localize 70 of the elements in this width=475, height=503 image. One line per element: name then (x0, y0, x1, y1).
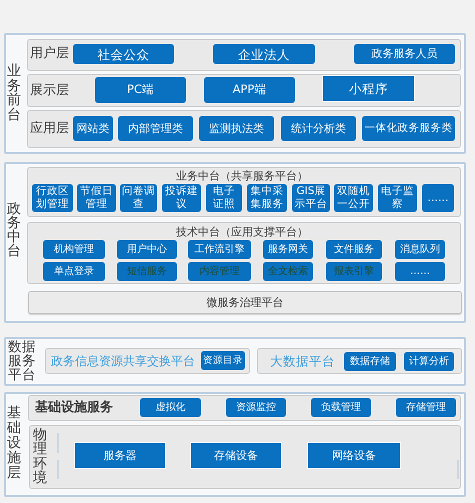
module-box: 企业法人 (213, 44, 315, 64)
module-box: 监测执法类 (199, 116, 274, 141)
module-box: 消息队列 (395, 240, 445, 259)
row-band (27, 110, 461, 148)
layer-label: 数据服务平台 (8, 340, 37, 382)
layer-panel (4, 162, 466, 323)
module-box: 投诉建议 (162, 184, 201, 212)
module-box: 一体化政务服务类 (362, 116, 455, 141)
module-box: 资源目录 (201, 351, 245, 370)
module-box: …… (395, 262, 445, 281)
platform-panel (257, 348, 462, 374)
module-box: 双随机一公开 (334, 184, 373, 212)
module-box: 工作流引擎 (188, 240, 251, 259)
module-box: 小程序 (322, 75, 415, 102)
module-box: 节假日管理 (77, 184, 116, 212)
panel-title: 政务信息资源共享交换平台 (51, 354, 195, 368)
layer-panel (4, 33, 466, 154)
module-box: 报表引擎 (326, 262, 382, 281)
module-box: 单点登录 (43, 262, 105, 281)
module-box: 网络设备 (307, 442, 401, 469)
row-band (29, 425, 461, 489)
row-label: 应用层 (30, 120, 69, 136)
module-box: 服务器 (74, 442, 166, 469)
row-label: 物理环境 (33, 428, 48, 486)
panel-title: 业务中台（共享服务平台） (176, 169, 308, 183)
module-box: 内容管理 (188, 262, 251, 281)
platform-panel (27, 167, 461, 217)
row-band (28, 395, 461, 421)
row-label: 基础设施服务 (35, 400, 113, 416)
module-box: 存储设备 (190, 442, 282, 469)
module-box: APP端 (204, 77, 295, 103)
module-box: 电子证照 (206, 184, 242, 212)
module-box: 短信服务 (117, 262, 177, 281)
module-box: 集中采集服务 (247, 184, 287, 212)
module-box: 网站类 (73, 116, 113, 141)
layer-label: 业务前台 (7, 64, 22, 122)
module-box: 电子监察 (378, 184, 417, 212)
module-box: …… (422, 184, 454, 212)
module-box: 行政区划管理 (32, 184, 73, 212)
row-label: 用户层 (30, 46, 69, 62)
panel-title: 技术中台（应用支撑平台） (176, 225, 308, 239)
row-band (27, 39, 461, 71)
panel-title: 大数据平台 (270, 354, 335, 368)
module-box: 政务服务人员 (354, 44, 455, 64)
module-box: 机构管理 (43, 240, 105, 259)
layer-panel (4, 392, 466, 497)
module-box: 计算分析 (404, 352, 454, 371)
module-box: 服务网关 (263, 240, 313, 259)
layer-label: 基础设施层 (7, 406, 22, 481)
module-box: 文件服务 (326, 240, 382, 259)
module-box: 存储管理 (396, 398, 456, 417)
module-box: 虚拟化 (140, 398, 201, 417)
platform-bar: 微服务治理平台 (28, 291, 462, 314)
module-box: 统计分析类 (281, 116, 356, 141)
module-box: 数据存储 (344, 352, 396, 371)
module-box: PC端 (95, 77, 186, 103)
module-box: 负载管理 (311, 398, 371, 417)
platform-panel (45, 348, 250, 374)
module-box: GIS展示平台 (292, 184, 330, 212)
module-box: 资源监控 (226, 398, 286, 417)
module-box: 社会公众 (73, 44, 174, 64)
platform-panel (27, 222, 461, 284)
row-label: 展示层 (30, 82, 69, 98)
module-box: 内部管理类 (118, 116, 193, 141)
module-box: 全文检索 (263, 262, 313, 281)
module-box: 用户中心 (117, 240, 177, 259)
module-box: 问卷调查 (120, 184, 157, 212)
layer-label: 政务中台 (7, 202, 22, 258)
row-band (27, 74, 461, 107)
layer-panel (4, 337, 466, 386)
